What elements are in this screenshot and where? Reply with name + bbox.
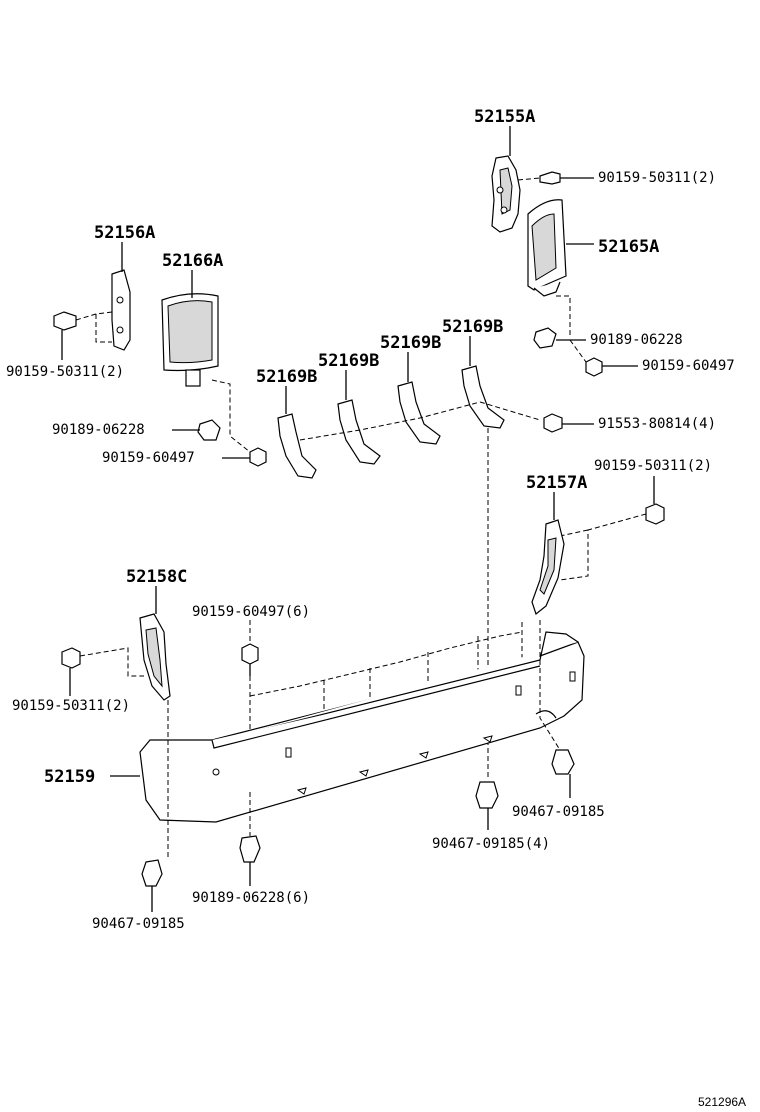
bolt-90159-50311-bottom: [61, 647, 81, 696]
label-52169B-1: 52169B: [256, 367, 317, 387]
label-91553-80814: 91553-80814(4): [598, 416, 716, 432]
bolt-90159-60497-left: [222, 447, 267, 467]
stay-52169B-2: [337, 370, 381, 465]
clip-90467-09185-4: [475, 781, 499, 830]
label-52166A: 52166A: [162, 251, 223, 271]
label-52158C: 52158C: [126, 567, 187, 587]
clip-90189-06228-right: [533, 327, 586, 349]
label-90467-09185-left: 90467-09185: [92, 916, 185, 932]
stay-52169B-3: [397, 352, 441, 445]
clip-90189-06228-left: [172, 419, 221, 441]
label-90189-06228-right: 90189-06228: [590, 332, 683, 348]
diagram-id: 521296A: [698, 1095, 746, 1109]
label-90159-50311-top: 90159-50311(2): [598, 170, 716, 186]
label-52159: 52159: [44, 767, 95, 787]
cover-52166A: [161, 293, 219, 387]
bumper-52159: [139, 631, 585, 823]
label-52169B-2: 52169B: [318, 351, 379, 371]
bolt-90159-60497-right: [585, 357, 638, 377]
bolt-90159-50311-mid: [645, 476, 665, 525]
bracket-52158C: [139, 613, 171, 701]
label-52157A: 52157A: [526, 473, 587, 493]
bolt-91553-80814: [543, 413, 594, 433]
label-90159-60497-right: 90159-60497: [642, 358, 735, 374]
label-90159-50311-bottom: 90159-50311(2): [12, 698, 130, 714]
label-52155A: 52155A: [474, 107, 535, 127]
stay-52169B-1: [277, 386, 317, 479]
label-52156A: 52156A: [94, 223, 155, 243]
label-90159-60497-6: 90159-60497(6): [192, 604, 310, 620]
label-90159-50311-left: 90159-50311(2): [6, 364, 124, 380]
label-52169B-4: 52169B: [442, 317, 503, 337]
clip-90467-09185-right: [551, 749, 575, 798]
cover-52165A: [527, 199, 567, 297]
bracket-52156A: [111, 269, 131, 351]
label-90467-09185-right: 90467-09185: [512, 804, 605, 820]
bracket-52155A: [491, 155, 521, 233]
label-90189-06228-6: 90189-06228(6): [192, 890, 310, 906]
label-90159-50311-mid: 90159-50311(2): [594, 458, 712, 474]
bolt-90159-60497-6: [241, 643, 259, 676]
label-52165A: 52165A: [598, 237, 659, 257]
clip-90467-09185-left: [141, 859, 163, 912]
bracket-52157A: [531, 519, 565, 616]
bolt-90159-50311-left: [53, 311, 77, 360]
label-52169B-3: 52169B: [380, 333, 441, 353]
label-90467-09185-4: 90467-09185(4): [432, 836, 550, 852]
label-90189-06228-left: 90189-06228: [52, 422, 145, 438]
label-90159-60497-left: 90159-60497: [102, 450, 195, 466]
stay-52169B-4: [461, 336, 505, 429]
clip-90189-06228-6: [239, 835, 261, 886]
bolt-90159-50311-top: [539, 171, 594, 185]
